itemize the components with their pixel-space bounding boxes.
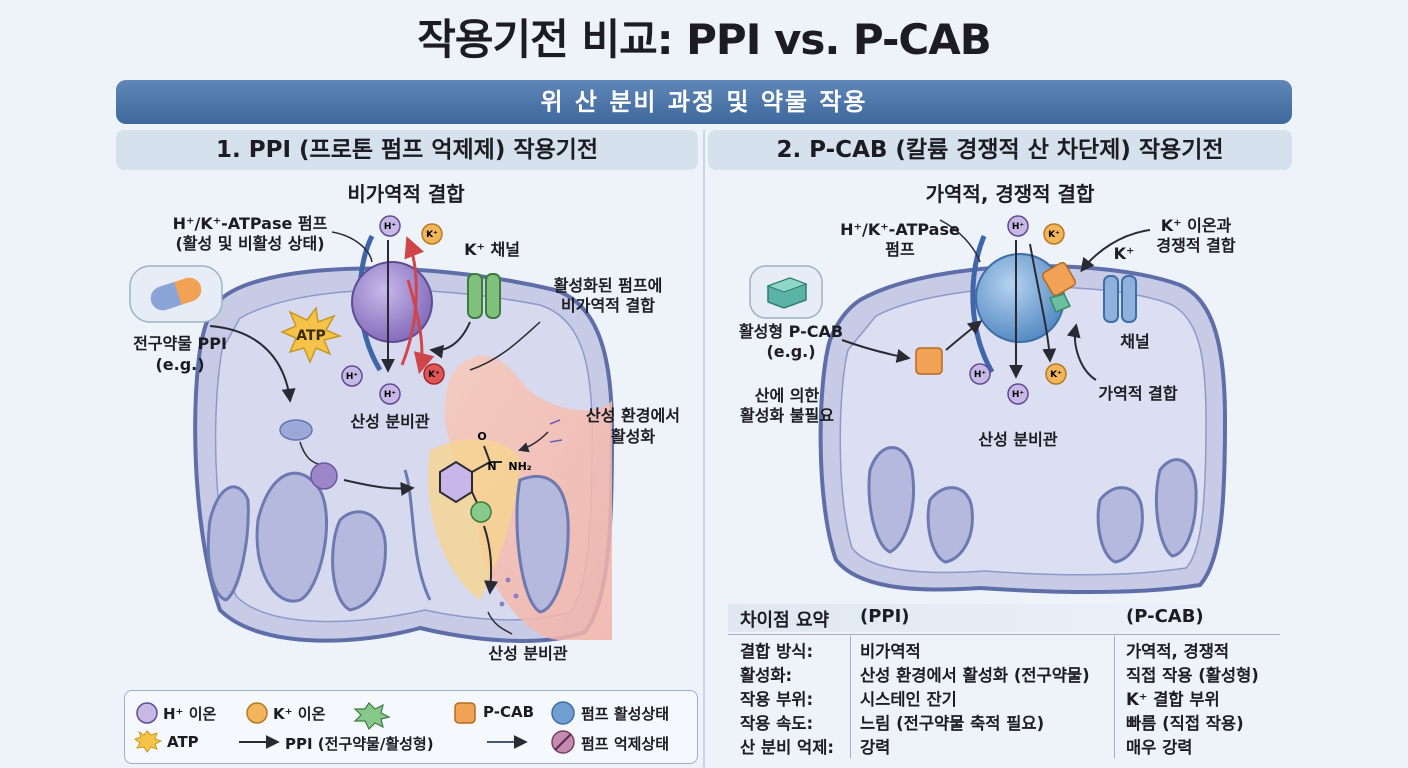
svg-text:H⁺: H⁺ [1012, 222, 1025, 232]
pcab-reversible-label: 가역적 결합 [1098, 384, 1178, 403]
summary-row-pcab: 직접 작용 (활성형) [1126, 666, 1259, 685]
legend-pump-active-icon [551, 701, 575, 725]
pcab-canaliculus-label: 산성 분비관 [978, 430, 1058, 449]
atp-text: ATP [296, 328, 326, 344]
svg-text:H⁺: H⁺ [384, 390, 397, 400]
k-ion-left-red: K⁺ [423, 363, 445, 385]
summary-header-bar [728, 604, 1280, 632]
summary-col-ppi: (PPI) [860, 606, 910, 627]
h-ion-right-top: H⁺ [1007, 215, 1029, 237]
summary-row-ppi: 느림 (전구약물 축적 필요) [860, 714, 1045, 733]
ppi-canaliculus-label-bottom: 산성 분비관 [488, 644, 568, 663]
molecule-o: O [477, 430, 486, 443]
pcab-panel-heading: 2. P-CAB (칼륨 경쟁적 산 차단제) 작용기전 [708, 130, 1292, 170]
summary-row-pcab: 빠름 (직접 작용) [1126, 714, 1244, 733]
ppi-acid-activation-2: 활성화 [610, 427, 656, 446]
k-ion-left-top: K⁺ [421, 223, 443, 245]
legend: H⁺ 이온 K⁺ 이온 P-CAB 펌프 활성상태 ATP PPI (전구약물/… [124, 690, 698, 764]
h-ion-left-bottom: H⁺ [379, 383, 401, 405]
difference-summary: 차이점 요약 (PPI) (P-CAB) 결합 방식: 비가역적 가역적, 경쟁… [728, 600, 1288, 760]
svg-text:H⁺: H⁺ [974, 370, 987, 380]
summary-row-pcab: 가역적, 경쟁적 [1126, 642, 1230, 661]
ppi-k-channel-label: K⁺ 채널 [464, 240, 520, 259]
ppi-canaliculus-label-top: 산성 분비관 [350, 412, 430, 431]
ppi-subtitle: 비가역적 결합 [347, 182, 465, 206]
h-ion-left-low: H⁺ [341, 365, 363, 387]
summary-col-divider-2 [1114, 636, 1115, 758]
ppi-panel-heading: 1. PPI (프로톤 펌프 억제제) 작용기전 [116, 130, 698, 170]
ppi-prodrug-label-1: 전구약물 PPI [133, 334, 227, 353]
h-ion-right-bottom: H⁺ [1007, 383, 1029, 405]
k-ion-right-low: K⁺ [1045, 363, 1067, 385]
svg-text:H⁺: H⁺ [384, 222, 397, 232]
summary-row-pcab: K⁺ 결합 부위 [1126, 690, 1220, 709]
summary-row-label: 작용 부위: [740, 690, 814, 709]
summary-col-pcab: (P-CAB) [1126, 606, 1204, 627]
pcab-active-label-2: (e.g.) [766, 342, 816, 361]
k-ion-right-top: K⁺ [1043, 223, 1065, 245]
legend-atp: ATP [167, 733, 199, 751]
summary-row-ppi: 시스테인 잔기 [860, 690, 957, 709]
svg-text:H⁺: H⁺ [346, 372, 359, 382]
legend-pump-active: 펌프 활성상태 [581, 705, 670, 723]
ppi-prodrug-label-2: (e.g.) [155, 355, 205, 374]
legend-ppi: PPI (전구약물/활성형) [285, 735, 434, 753]
summary-row-label: 산 분비 억제: [740, 738, 834, 757]
pcab-k-plus-label: K⁺ [1113, 244, 1135, 263]
summary-row-label: 작용 속도: [740, 714, 814, 733]
legend-pcab-icon [454, 702, 476, 724]
legend-h-ion-icon [136, 702, 158, 724]
svg-text:K⁺: K⁺ [428, 370, 440, 380]
section-banner: 위 산 분비 과정 및 약물 작용 [116, 80, 1292, 124]
pcab-no-acid-1: 산에 의한 [754, 386, 820, 405]
summary-rule [728, 634, 1280, 635]
ion-markers: H⁺ K⁺ H⁺ H⁺ K⁺ H⁺ K⁺ H⁺ H⁺ K⁺ [341, 215, 1067, 405]
pcab-channel-label: 채널 [1120, 332, 1150, 351]
page-title: 작용기전 비교: PPI vs. P-CAB [417, 15, 991, 64]
legend-k-ion: K⁺ 이온 [273, 705, 326, 723]
svg-text:K⁺: K⁺ [426, 230, 438, 240]
svg-text:K⁺: K⁺ [1048, 230, 1060, 240]
pcab-parietal-cell [749, 219, 1228, 595]
legend-inhibitor-burst-icon [353, 702, 391, 731]
panel-divider [703, 130, 705, 768]
summary-row-ppi: 비가역적 [860, 642, 921, 661]
h-ion-right-mid: H⁺ [969, 363, 991, 385]
molecule-n: N [487, 460, 496, 473]
svg-text:K⁺: K⁺ [1050, 370, 1062, 380]
pcab-k-competition-1: K⁺ 이온과 [1160, 216, 1232, 235]
legend-pump-inhibited-icon [551, 730, 575, 754]
summary-row-ppi: 산성 환경에서 활성화 (전구약물) [860, 666, 1090, 685]
legend-pump-inhibited: 펌프 억제상태 [581, 735, 670, 753]
summary-row-label: 결합 방식: [740, 642, 814, 661]
molecule-nh2: NH₂ [508, 460, 531, 473]
ppi-parietal-cell [129, 231, 615, 643]
pcab-pump-label-2: 펌프 [885, 240, 915, 259]
ppi-bound-label-1: 활성화된 펌프에 [553, 276, 663, 295]
summary-row-pcab: 매우 강력 [1126, 738, 1193, 757]
ppi-bound-label-2: 비가역적 결합 [561, 296, 655, 315]
h-ion-left-top: H⁺ [379, 215, 401, 237]
summary-row-label: 활성화: [740, 666, 793, 685]
pcab-k-competition-2: 경쟁적 결합 [1156, 236, 1236, 255]
summary-header: 차이점 요약 [740, 610, 830, 631]
pcab-subtitle: 가역적, 경쟁적 결합 [925, 182, 1095, 206]
ppi-acid-activation-1: 산성 환경에서 [586, 406, 680, 425]
ppi-pump-label-2: (활성 및 비활성 상태) [175, 234, 325, 253]
pcab-pump-label-1: H⁺/K⁺-ATPase [840, 220, 960, 239]
ppi-pump-label-1: H⁺/K⁺-ATPase 펌프 [172, 214, 328, 233]
legend-pcab: P-CAB [483, 703, 535, 721]
pcab-active-label-1: 활성형 P-CAB [738, 322, 844, 341]
summary-col-divider-1 [850, 636, 851, 758]
pcab-no-acid-2: 활성화 불필요 [740, 406, 834, 425]
legend-symbols [133, 701, 575, 754]
legend-atp-icon [133, 730, 163, 753]
svg-text:H⁺: H⁺ [1012, 390, 1025, 400]
legend-k-ion-icon [246, 702, 268, 724]
legend-h-ion: H⁺ 이온 [163, 705, 217, 723]
summary-row-ppi: 강력 [860, 738, 891, 757]
